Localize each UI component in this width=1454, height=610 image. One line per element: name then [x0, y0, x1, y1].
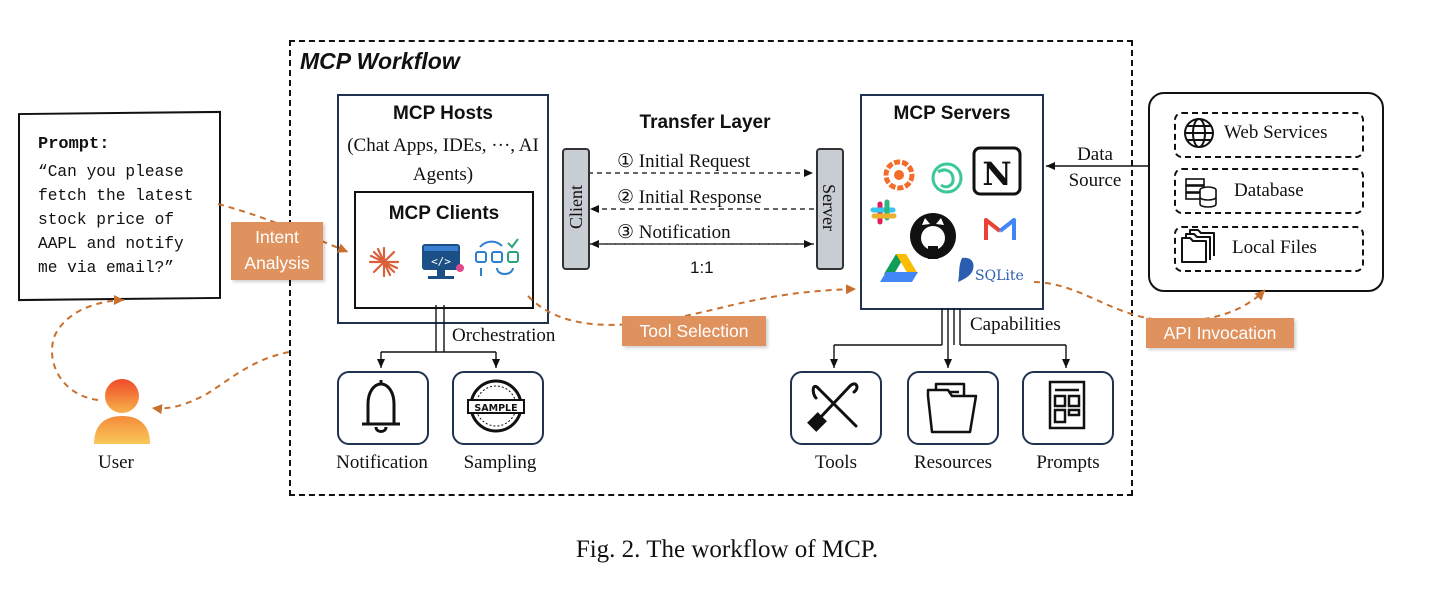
- prompts-label: Prompts: [1036, 452, 1100, 473]
- user-icon: [94, 379, 150, 444]
- gmail-logo-icon: [984, 218, 1016, 240]
- message-initial-response: ② Initial Response: [617, 187, 762, 208]
- response-to-user-flow: [151, 351, 290, 415]
- files-icon: [1181, 229, 1215, 263]
- intent-analysis-tag: Intent Analysis: [231, 222, 323, 280]
- mcp-hosts-title: MCP Hosts: [393, 103, 493, 124]
- capabilities-connector: [830, 308, 1070, 368]
- claude-logo-icon: [368, 246, 400, 278]
- grafana-logo-icon: [883, 159, 915, 191]
- mcp-hosts-box: [337, 94, 549, 324]
- client-pillar: [562, 148, 590, 270]
- tools-label: Tools: [815, 452, 857, 473]
- orchestration-connector: [377, 305, 500, 368]
- message-initial-request: ① Initial Request: [617, 151, 751, 172]
- client-server-ratio: 1:1: [690, 258, 714, 277]
- web-services-label: Web Services: [1224, 122, 1328, 143]
- sqlite-label: SQLite: [975, 268, 1024, 284]
- resources-label: Resources: [913, 452, 993, 473]
- capabilities-label: Capabilities: [970, 314, 1061, 335]
- agent-workflow-icon: [475, 238, 519, 276]
- workflow-title: MCP Workflow: [300, 48, 460, 74]
- mcp-clients-title: MCP Clients: [388, 203, 500, 224]
- server-pillar-label: Server: [819, 183, 839, 231]
- sample-stamp-text: SAMPLE: [474, 403, 517, 414]
- transfer-layer-title: Transfer Layer: [639, 112, 771, 133]
- sqlite-logo-icon: SQLite: [958, 257, 1024, 284]
- tools-icon: [807, 382, 859, 432]
- ide-code-icon: </>: [422, 244, 464, 279]
- local-files-label: Local Files: [1232, 237, 1317, 258]
- prompt-text: “Can you please fetch the latest stock p…: [38, 163, 194, 277]
- database-icon: [1185, 178, 1217, 208]
- user-label: User: [98, 452, 134, 473]
- google-drive-logo-icon: [880, 254, 918, 282]
- mcp-servers-title: MCP Servers: [893, 103, 1011, 124]
- database-label: Database: [1234, 180, 1304, 201]
- notification-label: Notification: [336, 452, 428, 473]
- sampling-label: Sampling: [463, 452, 537, 473]
- folder-icon: [926, 382, 978, 434]
- openai-logo-icon: [931, 162, 963, 194]
- api-invocation-flow: [1033, 281, 1266, 322]
- server-pillar: [816, 148, 844, 270]
- tool-selection-tag: Tool Selection: [622, 316, 766, 346]
- prompts-box: [1022, 371, 1114, 445]
- data-source-label: Data Source: [1068, 144, 1122, 191]
- user-prompt-flow: [51, 295, 125, 401]
- tool-selection-flow: [527, 284, 857, 326]
- slack-logo-icon: [870, 199, 897, 225]
- svg-text:</>: </>: [431, 255, 451, 268]
- document-icon: [1048, 380, 1086, 430]
- notion-logo-icon: N: [972, 146, 1022, 196]
- message-notification: ③ Notification: [617, 222, 731, 243]
- mcp-hosts-subtitle: (Chat Apps, IDEs, ···, AI Agents): [347, 135, 539, 185]
- github-logo-icon: [910, 213, 956, 259]
- figure-caption: Fig. 2. The workflow of MCP.: [575, 536, 879, 563]
- bell-icon: [362, 380, 400, 433]
- api-invocation-tag: API Invocation: [1146, 318, 1294, 348]
- sample-stamp-icon: SAMPLE: [467, 379, 525, 433]
- prompt-title: Prompt:: [38, 135, 110, 154]
- globe-icon: [1184, 118, 1214, 148]
- orchestration-label: Orchestration: [452, 325, 556, 346]
- svg-text:N: N: [982, 155, 1011, 193]
- transfer-arrows: [588, 169, 814, 248]
